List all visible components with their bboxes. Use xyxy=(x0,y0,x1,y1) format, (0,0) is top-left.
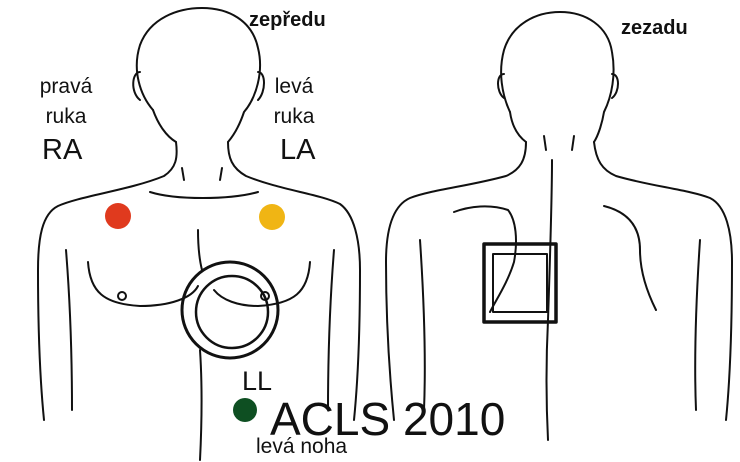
electrode-ll-dot xyxy=(233,398,257,422)
front-view-label: zepředu xyxy=(249,10,326,30)
ra-code-label: RA xyxy=(42,136,82,165)
electrode-ra-dot xyxy=(105,203,131,229)
la-code-label: LA xyxy=(280,136,315,165)
acls-watermark: ACLS 2010 xyxy=(270,396,505,442)
electrode-la-dot xyxy=(259,204,285,230)
la-label-line1: levá xyxy=(266,76,322,97)
ra-label-line1: pravá xyxy=(36,76,96,97)
la-label-line2: ruka xyxy=(266,106,322,127)
back-torso-outline xyxy=(386,12,732,440)
ra-label-line2: ruka xyxy=(36,106,96,127)
ll-code-label: LL xyxy=(242,368,272,395)
back-pad xyxy=(484,244,556,322)
chest-pad xyxy=(182,262,278,358)
back-view-label: zezadu xyxy=(621,18,688,38)
